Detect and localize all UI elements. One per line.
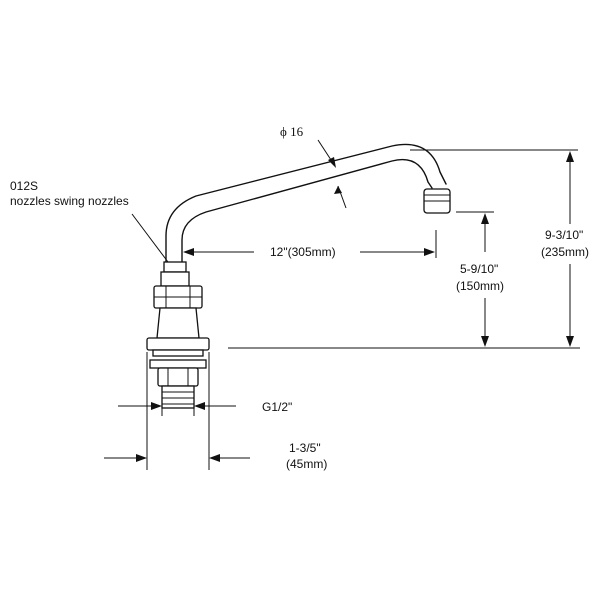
outlet-height-inch-label: 5-9/10" bbox=[460, 262, 498, 276]
outlet-height-dimension bbox=[456, 211, 494, 347]
model-leader bbox=[131, 213, 169, 263]
spout-reach-label: 12"(305mm) bbox=[270, 245, 336, 259]
thread-dimension bbox=[118, 394, 236, 416]
total-height-mm-label: (235mm) bbox=[541, 245, 589, 259]
base-width-inch-label: 1-3/5" bbox=[289, 441, 321, 455]
total-height-dimension bbox=[410, 149, 578, 347]
base-width-mm-label: (45mm) bbox=[286, 457, 327, 471]
spout-pipe bbox=[165, 143, 447, 263]
description-label: nozzles swing nozzles bbox=[10, 194, 129, 208]
faucet-body bbox=[146, 261, 210, 409]
diameter-leader bbox=[317, 139, 347, 209]
pipe-diameter-label: ϕ 16 bbox=[280, 124, 304, 139]
total-height-inch-label: 9-3/10" bbox=[545, 228, 583, 242]
outlet-height-mm-label: (150mm) bbox=[456, 279, 504, 293]
aerator-nozzle bbox=[423, 188, 451, 214]
reach-dimension bbox=[181, 230, 437, 262]
thread-label: G1/2" bbox=[262, 400, 292, 414]
base-width-dimension bbox=[104, 352, 250, 470]
model-label: 012S bbox=[10, 179, 38, 193]
